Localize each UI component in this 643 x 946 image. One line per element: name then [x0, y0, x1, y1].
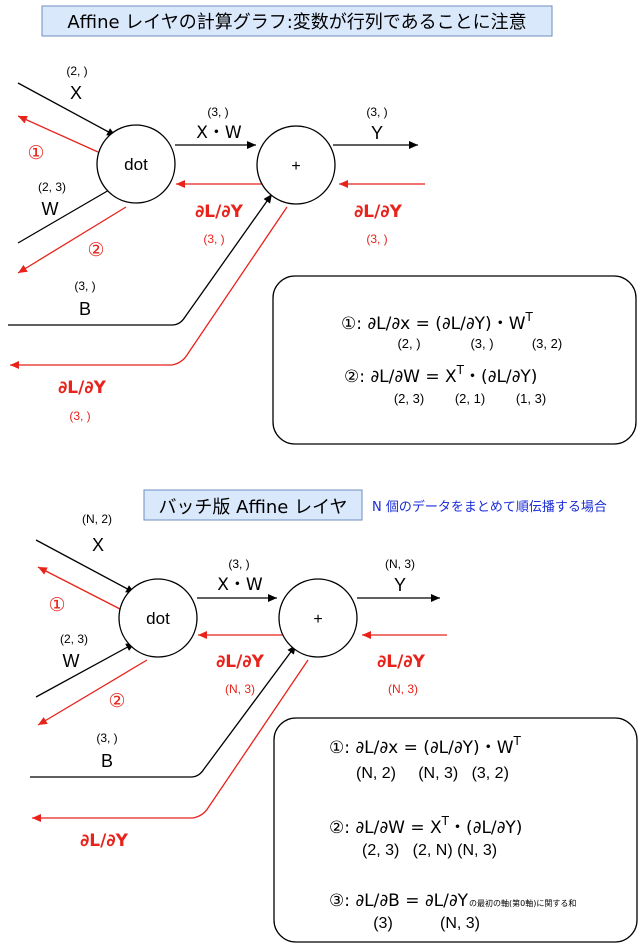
w-label: W — [42, 199, 59, 219]
eq1-line-batch: ①: ∂L/∂x = (∂L/∂Y)・WT — [329, 734, 522, 758]
dot-node-batch — [118, 578, 198, 658]
section1-title: Affine レイヤの計算グラフ:変数が行列であることに注意 — [67, 12, 526, 33]
grad-right-shape: (3, ) — [366, 232, 387, 246]
w-shape-batch: (2, 3) — [60, 632, 88, 646]
circle2-marker-batch: ② — [108, 690, 125, 712]
section2-note: N 個のデータをまとめて順伝播する場合 — [372, 499, 607, 515]
b-input-arrow-batch — [30, 644, 297, 778]
w-shape: (2, 3) — [38, 180, 66, 194]
eq3-shape-1: (3) — [373, 915, 393, 932]
b-label: B — [79, 299, 91, 319]
grad-bottom-shape: (3, ) — [69, 409, 90, 423]
eq3-line-batch: ③: ∂L/∂B = ∂L/∂Yの最初の軸(第0軸)に関する和 — [329, 891, 576, 911]
xw-shape: (3, ) — [207, 105, 228, 119]
plus-node-batch — [278, 578, 358, 658]
x-shape: (2, ) — [66, 64, 87, 78]
circle1-marker: ① — [27, 142, 44, 164]
eq1-shape-3: (3, 2) — [532, 336, 562, 351]
plus-node-batch-label: + — [313, 611, 322, 628]
b-input-arrow — [8, 193, 273, 326]
grad-mid-label: ∂L/∂Y — [195, 202, 244, 222]
eq1-line: ①: ∂L/∂x = (∂L/∂Y)・WT — [341, 310, 534, 334]
plus-node-label: + — [291, 158, 300, 175]
equation-box-1 — [272, 275, 637, 445]
grad-mid-shape-batch: (N, 3) — [225, 682, 255, 696]
b-shape: (3, ) — [74, 279, 95, 293]
grad-mid-shape: (3, ) — [203, 232, 224, 246]
dot-node — [96, 124, 176, 204]
section2-title: バッチ版 Affine レイヤ — [158, 497, 347, 518]
b-shape-batch: (3, ) — [96, 731, 117, 745]
xw-label-batch: X・W — [217, 575, 263, 595]
eq1-shapes-batch: (N, 2) (N, 3) (3, 2) — [356, 765, 509, 782]
eq3-shape-2: (N, 3) — [440, 915, 480, 932]
circle2-marker: ② — [87, 239, 104, 261]
grad-w-arrow-batch — [37, 659, 148, 726]
x-input-arrow-batch — [35, 539, 136, 594]
grad-right-label-batch: ∂L/∂Y — [377, 652, 426, 672]
grad-b-arrow-batch — [32, 659, 309, 822]
circle1-marker-batch: ① — [48, 594, 65, 616]
eq2-line: ②: ∂L/∂W = XT・(∂L/∂Y) — [344, 363, 537, 387]
eq2-shapes-batch: (2, 3) (2, N) (N, 3) — [362, 842, 497, 859]
eq2-shape-2: (2, 1) — [455, 391, 485, 406]
grad-w-arrow — [17, 206, 127, 274]
y-label: Y — [371, 123, 383, 143]
grad-mid-label-batch: ∂L/∂Y — [216, 652, 265, 672]
section1-title-box — [41, 5, 553, 37]
x-label: X — [70, 83, 82, 103]
grad-x-arrow — [17, 115, 99, 153]
xw-shape-batch: (3, ) — [228, 557, 249, 571]
y-shape-batch: (N, 3) — [385, 557, 415, 571]
grad-b-arrow — [10, 206, 288, 369]
w-input-arrow — [17, 185, 117, 244]
b-label-batch: B — [101, 751, 113, 771]
grad-right-label: ∂L/∂Y — [354, 202, 403, 222]
grad-bottom-label-batch: ∂L/∂Y — [80, 831, 129, 851]
grad-right-shape-batch: (N, 3) — [388, 682, 418, 696]
x-input-arrow — [17, 82, 117, 137]
eq2-line-batch: ②: ∂L/∂W = XT・(∂L/∂Y) — [329, 814, 522, 838]
w-input-arrow-batch — [35, 642, 136, 698]
grad-bottom-label: ∂L/∂Y — [58, 378, 107, 398]
section2-title-box — [143, 489, 363, 521]
eq1-shape-1: (2, ) — [397, 336, 420, 351]
xw-label: X・W — [196, 123, 242, 143]
dot-node-batch-label: dot — [146, 609, 170, 628]
w-label-batch: W — [63, 651, 80, 671]
eq1-shape-2: (3, ) — [470, 336, 493, 351]
equation-box-2 — [273, 717, 638, 943]
y-shape: (3, ) — [366, 105, 387, 119]
eq2-shape-1: (2, 3) — [394, 391, 424, 406]
plus-node — [256, 125, 336, 205]
x-label-batch: X — [92, 535, 104, 555]
eq2-shape-3: (1, 3) — [516, 391, 546, 406]
dot-node-label: dot — [124, 155, 148, 174]
y-label-batch: Y — [394, 575, 406, 595]
x-shape-batch: (N, 2) — [82, 512, 112, 526]
grad-x-arrow-batch — [37, 566, 121, 610]
